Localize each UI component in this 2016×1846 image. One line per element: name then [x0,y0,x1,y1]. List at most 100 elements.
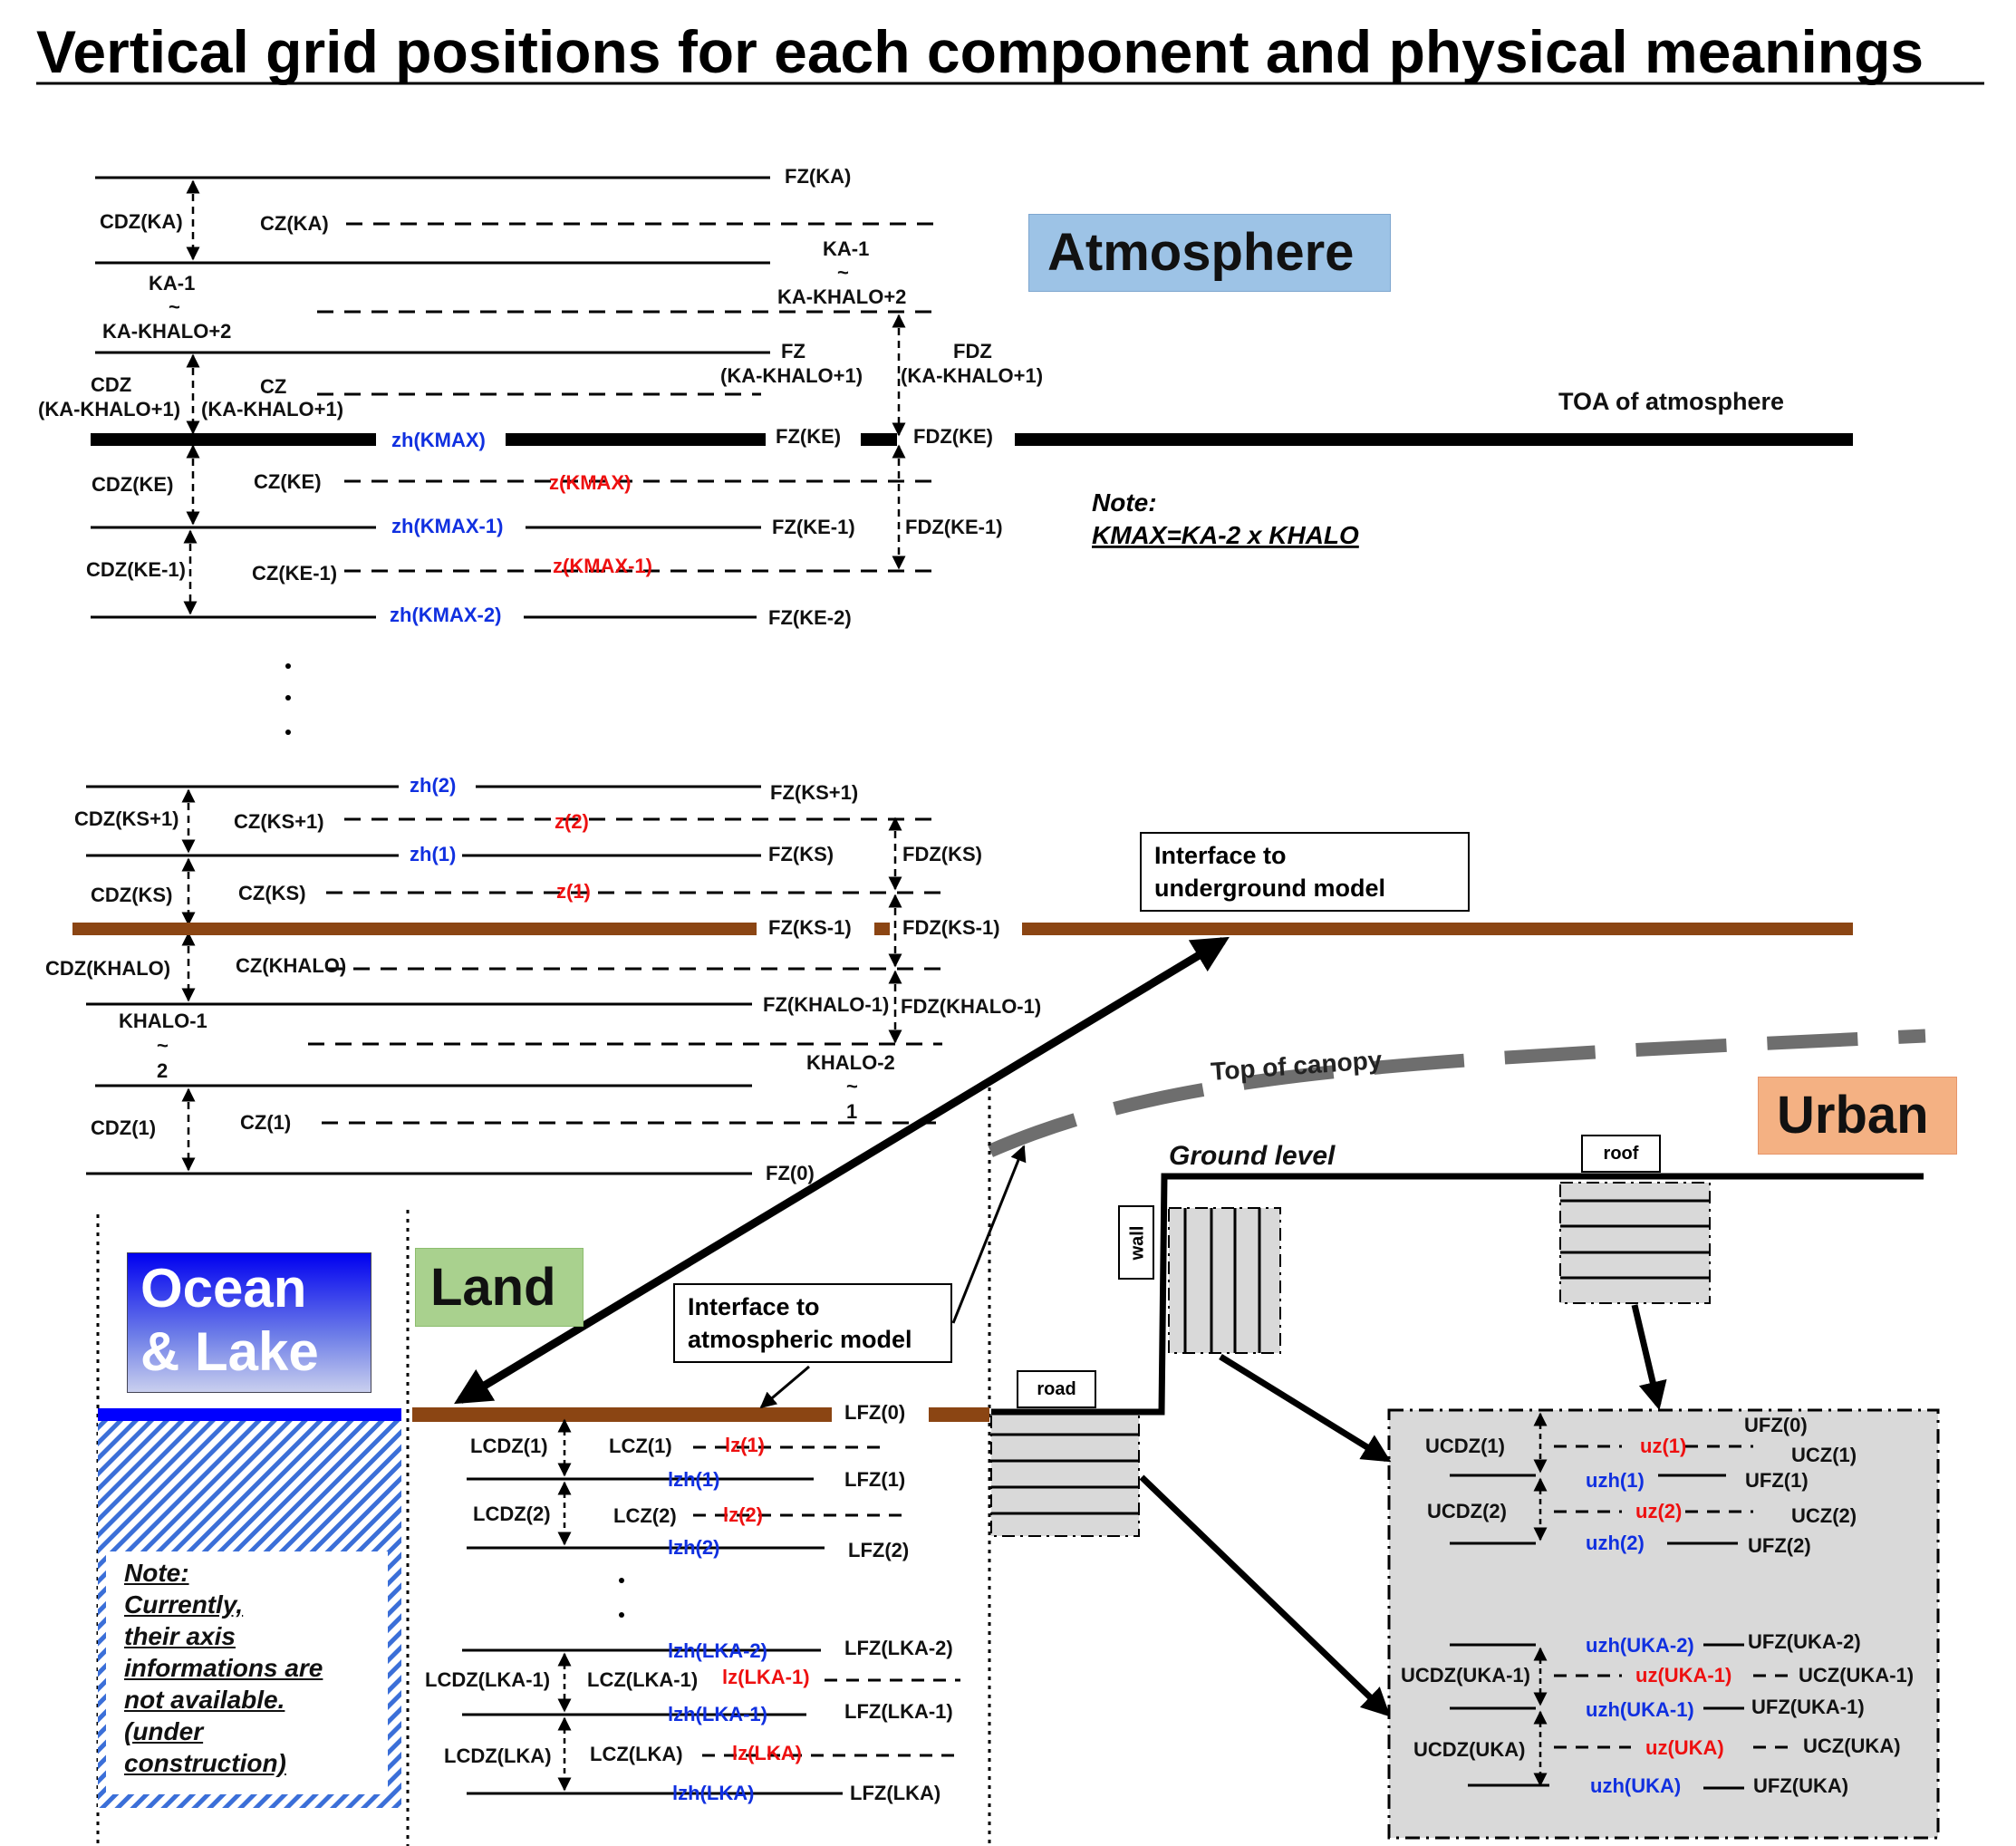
top-of-canopy-line [988,1029,1926,1157]
label-fdz-ke: FDZ(KE) [913,425,993,448]
land-box: Land [415,1248,584,1327]
label-ucz-2: UCZ(2) [1791,1504,1857,1527]
label-top-of-canopy: Top of canopy [1210,1046,1383,1086]
connector-arrows [454,936,1667,1717]
label-lcz-2: LCZ(2) [613,1504,677,1527]
label-uz-uka: uz(UKA) [1645,1736,1724,1759]
label-lcdz-lka1: LCDZ(LKA-1) [425,1668,550,1691]
label-zh-1: zh(1) [410,843,456,865]
label-fz-ka: FZ(KA) [785,165,851,188]
svg-text:Note:: Note: [1092,488,1157,517]
label-ufz-1: UFZ(1) [1745,1469,1809,1492]
label-ucz-uka1: UCZ(UKA-1) [1799,1664,1914,1687]
atmospheric-callout-line1: Interface to [688,1293,820,1320]
road-tag: road [1017,1370,1096,1408]
label-ucdz-2: UCDZ(2) [1427,1500,1507,1522]
ellipsis-vertical-icon [285,663,1543,1618]
label-khalo2-tilde: ~ [846,1075,858,1097]
label-cz-kahalo1-l1: CZ [260,375,286,398]
atmosphere-box: Atmosphere [1028,214,1391,292]
label-zh-2: zh(2) [410,774,456,797]
label-ufz-uka2: UFZ(UKA-2) [1748,1630,1861,1653]
label-uz-uka1: uz(UKA-1) [1635,1664,1731,1687]
label-ucz-uka: UCZ(UKA) [1803,1735,1901,1757]
label-halo-top-l1: KA-1 [823,237,869,260]
label-fz-ke2: FZ(KE-2) [768,606,852,629]
label-z-kmax1: z(KMAX-1) [553,555,652,577]
label-cdz-kahalo1-l2: (KA-KHALO+1) [38,398,180,420]
label-z-kmax: z(KMAX) [549,471,631,494]
label-lzh-2: lzh(2) [668,1536,719,1559]
label-ground-level: Ground level [1169,1141,1336,1171]
label-fdz-khalo1: FDZ(KHALO-1) [901,995,1041,1018]
ocean-note-line: construction) [124,1749,286,1777]
label-fdz-kahalo1-l1: FDZ [953,340,992,362]
atmosphere-labels: FZ(KA) CDZ(KA) CZ(KA) KA-1 ~ KA-KHALO+2 … [38,165,1784,1184]
atmospheric-interface-callout: Interface to atmospheric model [673,1283,952,1363]
label-ucdz-uka: UCDZ(UKA) [1413,1738,1525,1761]
urban-box: Urban [1758,1077,1957,1155]
label-cz-1: CZ(1) [240,1111,291,1134]
label-uzh-uka: uzh(UKA) [1590,1774,1681,1797]
label-fz-ks: FZ(KS) [768,843,834,865]
label-ufz-2: UFZ(2) [1748,1534,1811,1557]
label-lzh-lka2: lzh(LKA-2) [668,1639,767,1662]
ocean-title-line2: & Lake [140,1321,319,1382]
label-fz-ke: FZ(KE) [776,425,841,448]
label-cdz-ke1: CDZ(KE-1) [86,558,186,581]
label-fdz-ke1: FDZ(KE-1) [905,516,1003,538]
label-halo-left-l1: KA-1 [149,272,195,295]
label-halo-top-l3: KA-KHALO+2 [777,285,906,308]
label-halo-left-l3: KA-KHALO+2 [102,320,231,343]
label-ufz-uka1: UFZ(UKA-1) [1751,1696,1865,1718]
underground-interface-callout: Interface to underground model [1140,832,1470,912]
kmax-note: Note: KMAX=KA-2 x KHALO [1092,488,1359,549]
label-lfz-lka1: LFZ(LKA-1) [844,1700,953,1723]
label-lz-1: lz(1) [725,1434,765,1456]
label-cz-ks1: CZ(KS+1) [234,810,324,833]
label-uzh-uka1: uzh(UKA-1) [1586,1698,1694,1721]
label-uzh-1: uzh(1) [1586,1469,1645,1492]
urban-grid [1450,1412,1789,1790]
label-fz-ks1: FZ(KS+1) [770,781,858,804]
underground-callout-line1: Interface to [1154,842,1287,869]
label-cdz-ke: CDZ(KE) [92,473,173,496]
label-halo-left-tilde: ~ [169,295,180,318]
label-lz-2: lz(2) [723,1503,763,1526]
label-lcdz-1: LCDZ(1) [470,1435,548,1457]
label-cz-kahalo1-l2: (KA-KHALO+1) [201,398,343,420]
label-lzh-1: lzh(1) [668,1468,719,1491]
label-ucdz-1: UCDZ(1) [1425,1435,1505,1457]
label-zh-kmax1: zh(KMAX-1) [391,515,503,537]
label-halo-top-tilde: ~ [837,261,849,284]
urban-labels: UFZ(0) UCDZ(1) uz(1) UCZ(1) uzh(1) UFZ(1… [1401,1414,1914,1797]
label-khalo2-l3: 1 [846,1100,857,1123]
label-toa: TOA of atmosphere [1558,388,1784,415]
label-lz-lka: lz(LKA) [732,1742,802,1764]
label-fz-ksm1: FZ(KS-1) [768,916,852,939]
label-cz-ke: CZ(KE) [254,470,322,493]
land-labels: LFZ(0) LCDZ(1) LCZ(1) lz(1) lzh(1) LFZ(1… [425,1401,953,1804]
label-cz-khalo: CZ(KHALO) [236,954,346,977]
label-fz-0: FZ(0) [766,1162,815,1184]
label-cz-ka: CZ(KA) [260,212,329,235]
label-uzh-uka2: uzh(UKA-2) [1586,1634,1694,1657]
ocean-note-line: Currently, [124,1590,244,1619]
label-cdz-ks1: CDZ(KS+1) [74,807,179,830]
label-cz-ks: CZ(KS) [238,882,306,904]
label-ufz-0: UFZ(0) [1744,1414,1808,1436]
label-ucz-1: UCZ(1) [1791,1444,1857,1466]
label-fz-khalo1: FZ(KHALO-1) [763,993,889,1016]
wall-tag: wall [1118,1205,1154,1280]
label-cdz-1: CDZ(1) [91,1116,156,1139]
label-fdz-kahalo1-l2: (KA-KHALO+1) [901,364,1043,387]
ocean-note-line: not available. [124,1686,285,1714]
label-lcz-1: LCZ(1) [609,1435,672,1457]
label-lfz-0: LFZ(0) [844,1401,905,1424]
label-zh-kmax: zh(KMAX) [391,429,486,451]
label-z-2: z(2) [555,810,589,833]
land-grid [412,1407,989,1795]
label-lcdz-lka: LCDZ(LKA) [444,1745,552,1767]
label-cdz-khalo: CDZ(KHALO) [45,957,170,980]
